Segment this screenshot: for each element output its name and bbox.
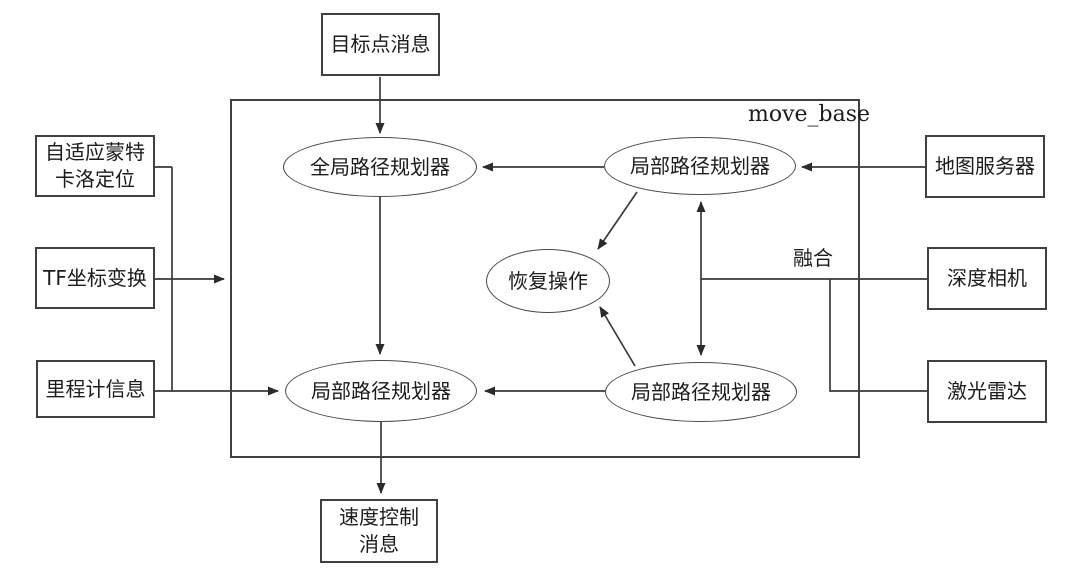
lidar-node: 激光雷达 xyxy=(927,360,1047,423)
move-base-label: move_base xyxy=(748,102,871,127)
odometry-node: 里程计信息 xyxy=(36,360,155,418)
fusion-label: 融合 xyxy=(791,242,835,271)
move-base-container xyxy=(230,99,860,458)
depth-camera-node: 深度相机 xyxy=(927,247,1047,310)
edge-local-right-to-recovery xyxy=(599,306,636,367)
edge-lidar-to-fusion xyxy=(829,279,927,392)
local-planner-top-node: 局部路径规划器 xyxy=(604,137,796,195)
tf-transform-node: TF坐标变换 xyxy=(35,247,155,309)
local-planner-right-node: 局部路径规划器 xyxy=(605,362,797,422)
goal-message-node: 目标点消息 xyxy=(321,13,440,76)
map-server-node: 地图服务器 xyxy=(925,135,1045,198)
velocity-message-node: 速度控制 消息 xyxy=(320,499,438,563)
recovery-node: 恢复操作 xyxy=(486,249,610,313)
local-planner-bottom-node: 局部路径规划器 xyxy=(285,360,477,422)
amcl-node: 自适应蒙特 卡洛定位 xyxy=(35,135,155,197)
edge-local-top-to-recovery xyxy=(597,191,638,250)
global-planner-node: 全局路径规划器 xyxy=(283,137,477,197)
